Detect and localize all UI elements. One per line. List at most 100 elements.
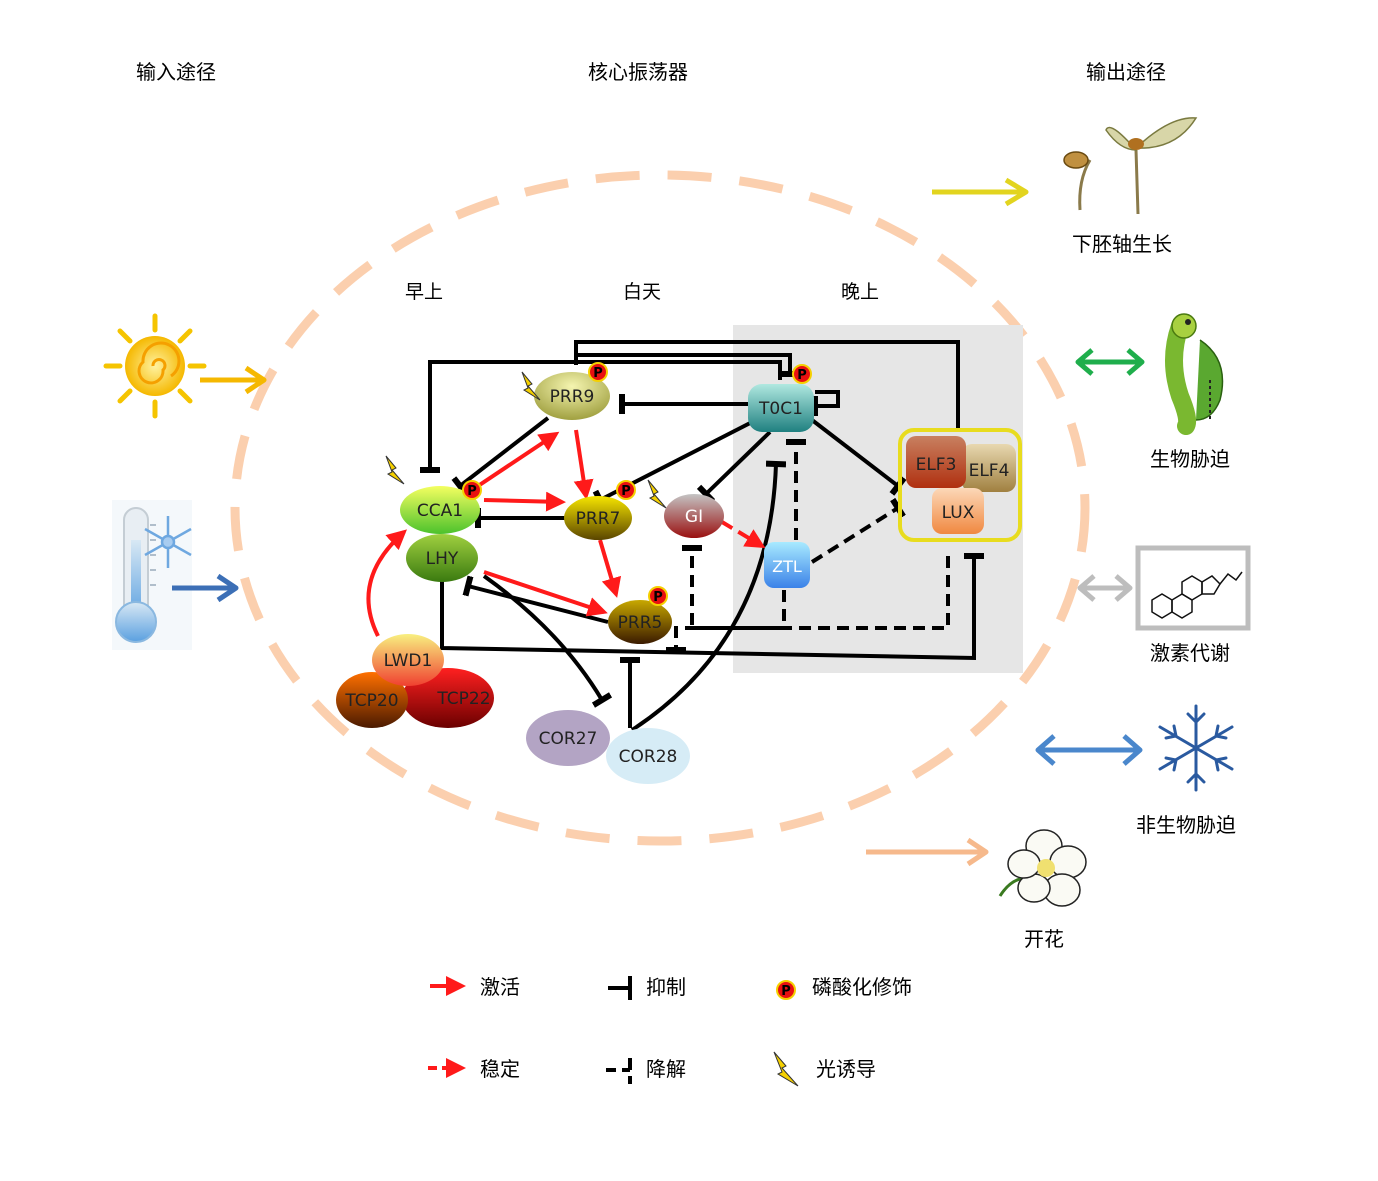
- hormone-output-arrow: [1077, 574, 1133, 602]
- edge-ec-toc1-top: [576, 353, 800, 377]
- sun-input-arrow: [200, 365, 267, 395]
- node-tcp20-label: TCP20: [344, 691, 398, 711]
- node-gi: GI: [664, 494, 724, 538]
- svg-text:PRR5: PRR5: [618, 613, 663, 633]
- svg-text:PRR7: PRR7: [576, 509, 621, 529]
- legend-phospho-icon: P: [776, 980, 796, 1000]
- edge-lhy-ec: [440, 553, 984, 661]
- svg-text:P: P: [593, 366, 603, 381]
- phospho-mark-prr9: P: [588, 362, 608, 382]
- svg-text:LHY: LHY: [426, 549, 459, 569]
- output-hormone: 激素代谢: [1150, 641, 1230, 665]
- edge-prr5-lhy: [462, 575, 609, 624]
- flower-icon: [998, 829, 1087, 907]
- node-lux: [932, 488, 984, 534]
- oscillator-ring: [230, 170, 1090, 846]
- light-bolts: [385, 371, 667, 509]
- legend-degrade-symbol: [606, 1058, 632, 1084]
- node-lhy: LHY: [406, 534, 478, 582]
- svg-text:T0C1: T0C1: [758, 399, 803, 419]
- legend-inhibit-label: 抑制: [646, 975, 686, 999]
- legend-activate-label: 激活: [480, 975, 520, 999]
- node-prr7: PRR7: [564, 496, 632, 540]
- edge-toc1-self: [812, 390, 840, 416]
- edge-gi-ztl: [720, 520, 766, 549]
- legend-light-label: 光诱导: [816, 1057, 876, 1081]
- node-elf3: [906, 436, 966, 488]
- node-prr5: PRR5: [608, 600, 672, 644]
- output-hypocotyl: 下胚轴生长: [1072, 232, 1172, 256]
- legend-inhibit-symbol: [608, 976, 632, 1000]
- phospho-mark-prr5: P: [648, 586, 668, 606]
- phospho-marks: P P P P P: [462, 362, 812, 606]
- edge-cor28-toc1: [630, 460, 787, 732]
- node-ztl: ZTL: [764, 542, 810, 588]
- svg-text:PRR9: PRR9: [550, 387, 595, 407]
- lightning-icon-cca1: [385, 455, 405, 485]
- phase-night: 晚上: [841, 281, 879, 303]
- flowering-output-arrow: [866, 837, 989, 867]
- snowflake-small-icon: [144, 516, 192, 568]
- legend-degrade-label: 降解: [646, 1057, 686, 1081]
- svg-text:P: P: [467, 484, 477, 499]
- edge-prr7-prr5: [598, 539, 622, 598]
- svg-text:ZTL: ZTL: [772, 557, 802, 576]
- svg-text:P: P: [781, 984, 791, 999]
- lightning-icon-legend: [773, 1051, 799, 1087]
- phospho-mark-toc1: P: [792, 364, 812, 384]
- edge-cca1-prr7: [483, 491, 566, 512]
- svg-text:COR28: COR28: [619, 747, 678, 767]
- node-lwd1: [372, 634, 444, 686]
- edge-ztl-gi: [682, 545, 786, 630]
- svg-text:P: P: [653, 590, 663, 605]
- input-pathway-title: 输入途径: [136, 60, 216, 84]
- inhibition-edges: [420, 340, 984, 732]
- node-tcp22-label: TCP22: [436, 689, 490, 709]
- edge-toc1-ec: [810, 418, 907, 496]
- svg-text:P: P: [797, 368, 807, 383]
- phospho-mark-cca1: P: [462, 480, 482, 500]
- output-biotic: 生物胁迫: [1150, 447, 1230, 471]
- cold-input-arrow: [172, 573, 239, 603]
- caterpillar-icon: [1165, 313, 1224, 435]
- node-lux-label: LUX: [942, 503, 975, 523]
- edge-prr9-prr7: [573, 429, 594, 500]
- edge-lhy-cor27: [482, 574, 613, 708]
- phase-day: 白天: [623, 281, 661, 303]
- lightning-icon-gi: [647, 479, 667, 509]
- edge-toc1-gi: [696, 430, 772, 504]
- biotic-output-arrow: [1075, 348, 1145, 376]
- svg-text:COR27: COR27: [539, 729, 598, 749]
- degradation-edges: [666, 439, 950, 653]
- node-tcp22: [402, 668, 494, 728]
- edge-ztl-ec: [810, 497, 906, 564]
- node-tcp20: [336, 672, 408, 728]
- legend: 激活 抑制 P 磷酸化修饰 稳定 降解 光诱导: [428, 975, 912, 1087]
- edge-cca1-prr9: [464, 431, 560, 496]
- edge-lwd1-cca1: [366, 529, 407, 637]
- node-elf4-label: ELF4: [969, 461, 1010, 481]
- svg-text:GI: GI: [685, 507, 703, 527]
- node-cor28: COR28: [606, 728, 690, 784]
- output-pathway-title: 输出途径: [1086, 60, 1166, 84]
- node-elf4: [962, 444, 1016, 492]
- activation-edges: [366, 429, 766, 637]
- lightning-icon-prr9: [521, 371, 541, 401]
- lwd1-tcp-complex: LWD1 TCP20 TCP22: [336, 634, 494, 728]
- legend-phospho-label: 磷酸化修饰: [812, 975, 912, 999]
- legend-stabilize-label: 稳定: [480, 1057, 520, 1081]
- phospho-mark-prr7: P: [616, 480, 636, 500]
- seedling-icon: [1063, 117, 1198, 215]
- sun-icon: [103, 313, 207, 419]
- hypocotyl-output-arrow: [932, 177, 1029, 207]
- svg-text:CCA1: CCA1: [417, 501, 463, 521]
- output-abiotic: 非生物胁迫: [1136, 813, 1236, 837]
- svg-text:P: P: [621, 484, 631, 499]
- node-cor27: COR27: [526, 710, 610, 766]
- node-elf3-label: ELF3: [916, 455, 957, 475]
- thermometer-icon: [112, 500, 192, 650]
- phase-morning: 早上: [405, 281, 443, 303]
- evening-complex: ELF3 ELF4 LUX: [898, 428, 1022, 542]
- steroid-structure-icon: [1135, 545, 1251, 631]
- core-oscillator-title: 核心振荡器: [588, 60, 688, 84]
